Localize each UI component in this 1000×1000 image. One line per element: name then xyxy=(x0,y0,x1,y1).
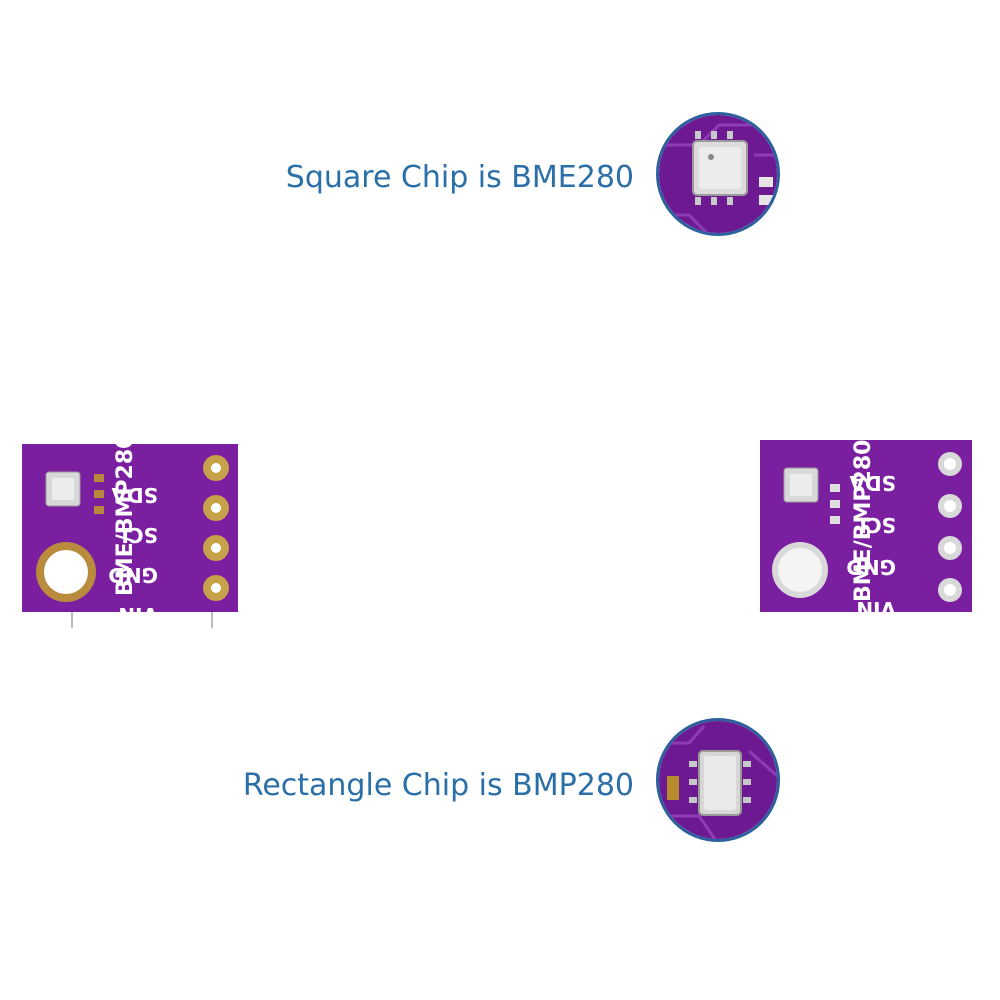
pin-label-sda-right: SDA xyxy=(849,471,896,495)
board-model-label-right: BME/BMP280 xyxy=(851,440,876,602)
pin-label-sda: SDA xyxy=(111,483,158,507)
bmp280-zoom-circle xyxy=(656,718,780,842)
sensor-board-left: BME/BMP280 SDA SCL GND VIN xyxy=(22,434,242,632)
board-model-label: BME/BMP280 xyxy=(113,444,138,596)
pcb-right: BME/BMP280 SDA SCL GND VIN xyxy=(760,440,972,621)
bme280-zoom-view xyxy=(659,115,777,233)
pin-label-gnd-right: GND xyxy=(846,555,896,579)
rectangle-chip-caption: Rectangle Chip is BMP280 xyxy=(242,768,634,803)
pin-label-vin-right: VIN xyxy=(856,597,896,618)
pin-label-vin: VIN xyxy=(118,603,158,627)
pcb-left: BME/BMP280 SDA SCL GND VIN xyxy=(22,434,238,628)
square-chip-caption: Square Chip is BME280 xyxy=(285,160,634,195)
bmp280-zoom-view xyxy=(659,721,777,839)
pin-label-scl-right: SCL xyxy=(854,513,896,537)
pin-label-scl: SCL xyxy=(116,523,158,547)
sensor-board-right: BME/BMP280 SDA SCL GND VIN xyxy=(760,440,976,622)
bme280-zoom-circle xyxy=(656,112,780,236)
pin-label-gnd: GND xyxy=(108,563,158,587)
